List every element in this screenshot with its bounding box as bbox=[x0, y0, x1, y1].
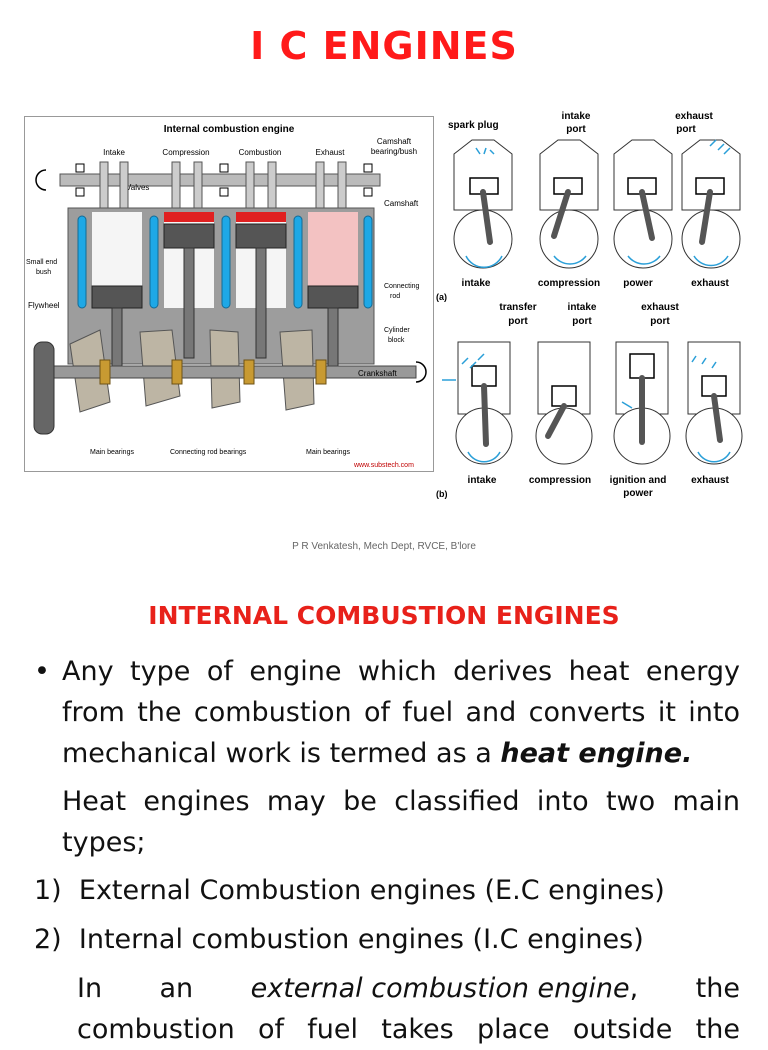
label-small-end-2: bush bbox=[36, 269, 51, 276]
label-connecting-rod-2: rod bbox=[390, 293, 400, 300]
row-b-intake: intake bbox=[468, 475, 497, 486]
engine-type-list-item-2: 2) Internal combustion engines (I.C engi… bbox=[34, 919, 734, 960]
list-number: 1) bbox=[34, 875, 62, 906]
label-flywheel: Flywheel bbox=[28, 301, 60, 310]
definition-line-2: from the combustion of fuel and converts… bbox=[62, 697, 740, 728]
row-a-compression: compression bbox=[538, 278, 600, 289]
engine-cycles-diagram: spark plug intake port exhaust port inta… bbox=[436, 111, 743, 499]
definition-line-3-text: mechanical work is termed as a bbox=[62, 738, 501, 769]
definition-paragraph: Any type of engine which derives heat en… bbox=[62, 651, 740, 774]
row-b-ignition: ignition and bbox=[610, 475, 667, 486]
label-conrod-bearings: Connecting rod bearings bbox=[170, 449, 247, 456]
classification-paragraph: Heat engines may be classified into two … bbox=[62, 781, 740, 863]
engine-type-list-item-1: 1) External Combustion engines (E.C engi… bbox=[34, 870, 734, 911]
row-a-intake: intake bbox=[462, 278, 491, 289]
label-2s-exhaust-port-1: exhaust bbox=[641, 302, 679, 313]
label-2s-intake-port-2: port bbox=[572, 316, 592, 327]
label-2s-intake-port-1: intake bbox=[568, 302, 597, 313]
definition-line-3: mechanical work is termed as a heat engi… bbox=[62, 733, 740, 774]
engine-cross-section-diagram: Internal combustion engine Intake Compre… bbox=[24, 116, 434, 472]
row-a-power: power bbox=[623, 278, 653, 289]
definition-line-1: Any type of engine which derives heat en… bbox=[62, 656, 740, 687]
row-b-power: power bbox=[623, 488, 653, 499]
label-intake-port-2: port bbox=[566, 124, 586, 135]
list-number: 2) bbox=[34, 924, 62, 955]
label-main-bearings-left: Main bearings bbox=[90, 449, 134, 456]
row-b-compression: compression bbox=[529, 475, 591, 486]
tag-a: (a) bbox=[436, 292, 447, 302]
ec-term-wrap: external combustion engine, bbox=[251, 968, 639, 1009]
label-intake: Intake bbox=[103, 148, 125, 157]
section-title: INTERNAL COMBUSTION ENGINES bbox=[148, 601, 620, 630]
list-text: Internal combustion engines (I.C engines… bbox=[78, 924, 644, 955]
label-2s-exhaust-port-2: port bbox=[650, 316, 670, 327]
classification-line-1: Heat engines may be classified into two … bbox=[62, 786, 740, 817]
ec-word-an: an bbox=[159, 973, 194, 1004]
ec-term: external combustion engine bbox=[250, 973, 630, 1004]
ec-line-2: combustion of fuel takes place outside t… bbox=[77, 1014, 740, 1045]
tag-b: (b) bbox=[436, 489, 448, 499]
ec-engine-paragraph: In an external combustion engine, the co… bbox=[77, 968, 740, 1050]
label-connecting-rod-1: Connecting bbox=[384, 283, 420, 290]
ec-word-in: In bbox=[77, 973, 103, 1004]
label-small-end-1: Small end bbox=[26, 259, 57, 266]
ec-word-the: the bbox=[695, 973, 740, 1004]
heat-engine-term: heat engine. bbox=[500, 738, 693, 769]
label-spark-plug: spark plug bbox=[448, 120, 499, 131]
label-camshaft-bearing-1: Camshaft bbox=[377, 137, 412, 146]
label-exhaust-port-2: port bbox=[676, 124, 696, 135]
label-intake-port-1: intake bbox=[562, 111, 591, 122]
bullet-marker: • bbox=[34, 656, 50, 687]
label-compression: Compression bbox=[162, 148, 209, 157]
ec-comma: , bbox=[629, 973, 639, 1004]
label-website: www.substech.com bbox=[353, 462, 414, 469]
label-exhaust-port-1: exhaust bbox=[675, 111, 713, 122]
slide-footer: P R Venkatesh, Mech Dept, RVCE, B'lore bbox=[292, 541, 476, 552]
classification-line-2: types; bbox=[62, 827, 146, 858]
label-cylinder-block-1: Cylinder bbox=[384, 327, 410, 334]
diagram-title: Internal combustion engine bbox=[164, 124, 295, 135]
label-crankshaft: Crankshaft bbox=[358, 369, 397, 378]
label-camshaft: Camshaft bbox=[384, 199, 419, 208]
list-text: External Combustion engines (E.C engines… bbox=[78, 875, 665, 906]
label-cylinder-block-2: block bbox=[388, 337, 405, 344]
label-camshaft-bearing-2: bearing/bush bbox=[371, 147, 417, 156]
label-transfer-port-2: port bbox=[508, 316, 528, 327]
slide-title: I C ENGINES bbox=[250, 24, 518, 68]
ec-line-1: In an external combustion engine, the bbox=[77, 968, 740, 1009]
row-b-exhaust: exhaust bbox=[691, 475, 729, 486]
label-exhaust: Exhaust bbox=[316, 148, 346, 157]
label-combustion: Combustion bbox=[239, 148, 282, 157]
label-valves: Valves bbox=[126, 183, 149, 192]
row-a-exhaust: exhaust bbox=[691, 278, 729, 289]
label-main-bearings-right: Main bearings bbox=[306, 449, 350, 456]
label-transfer-port-1: transfer bbox=[499, 302, 536, 313]
